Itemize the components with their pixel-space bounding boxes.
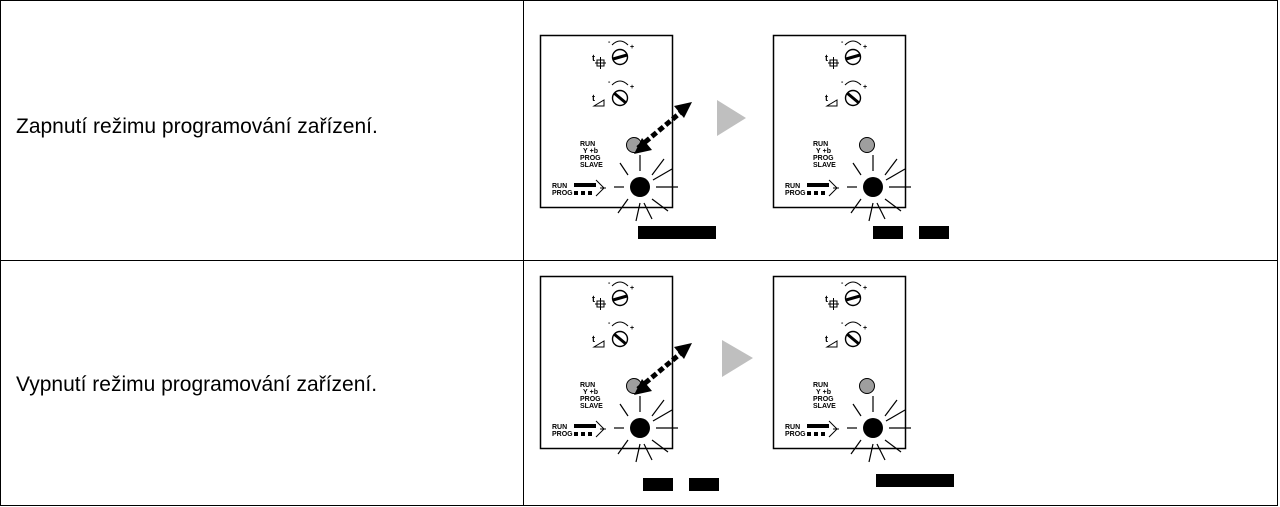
device-housing: [539, 275, 674, 450]
light-bulb-icon: [595, 298, 606, 310]
svg-text:+: +: [863, 84, 867, 91]
transition-arrow-row1: [717, 100, 746, 136]
time-potentiometer-1[interactable]: t - +: [825, 39, 867, 69]
mode-prog-label: PROG: [813, 155, 834, 162]
transition-arrow-row2: [722, 340, 753, 377]
row1-after-indicator-a: [873, 226, 903, 239]
row2-panel-after: t - + t - + RUN Y +b PROG SLAVE: [772, 275, 911, 463]
pot2-t-label: t: [825, 93, 828, 103]
mode-prog-label: PROG: [813, 396, 834, 403]
led-indicator: [614, 396, 678, 463]
time-potentiometer-1[interactable]: t - +: [825, 280, 867, 310]
led-indicator: [847, 155, 911, 222]
mode-prog-label: PROG: [580, 396, 601, 403]
time-potentiometer-2[interactable]: t - +: [592, 79, 634, 107]
row-divider: [1, 260, 1277, 261]
light-bulb-icon: [828, 57, 839, 69]
svg-text:-: -: [608, 280, 611, 287]
svg-text:+: +: [630, 84, 634, 91]
svg-text:-: -: [841, 320, 844, 327]
led-legend: RUN PROG: [552, 420, 606, 438]
device-housing: [772, 275, 907, 450]
row1-after-indicator-b: [919, 226, 949, 239]
program-button[interactable]: [859, 378, 875, 394]
row2-before-indicator-a: [643, 478, 673, 491]
svg-text:-: -: [841, 39, 844, 46]
svg-text:PROG: PROG: [552, 190, 573, 197]
svg-text:+: +: [863, 44, 867, 51]
device-housing: [539, 34, 674, 209]
led-legend: RUN PROG: [785, 420, 839, 438]
mode-ss-label: Y +b: [583, 389, 598, 396]
column-divider: [523, 1, 524, 505]
svg-text:RUN: RUN: [785, 424, 800, 431]
row1-panel-after: t - + t - + RUN Y +b PROG SLAVE: [772, 34, 911, 222]
svg-text:PROG: PROG: [785, 190, 806, 197]
svg-text:-: -: [841, 280, 844, 287]
svg-text:+: +: [630, 285, 634, 292]
svg-text:+: +: [630, 44, 634, 51]
svg-text:-: -: [608, 79, 611, 86]
mode-run-label: RUN: [580, 382, 595, 389]
mode-slave-label: SLAVE: [813, 162, 836, 169]
mode-ss-label: Y +b: [816, 148, 831, 155]
svg-text:RUN: RUN: [552, 183, 567, 190]
press-arrow-row2: [634, 343, 692, 395]
svg-text:PROG: PROG: [785, 431, 806, 438]
led-indicator: [847, 396, 911, 463]
pot2-t-label: t: [825, 334, 828, 344]
mode-slave-label: SLAVE: [580, 403, 603, 410]
brightness-icon: [592, 99, 605, 107]
row2-panel-before: t - + t - + RUN Y +b PROG SLAVE: [539, 275, 678, 463]
time-potentiometer-2[interactable]: t - +: [825, 79, 867, 107]
program-button[interactable]: [859, 137, 875, 153]
time-potentiometer-2[interactable]: t - +: [825, 320, 867, 348]
svg-text:PROG: PROG: [552, 431, 573, 438]
pot1-t-label: t: [592, 294, 595, 304]
svg-text:+: +: [630, 325, 634, 332]
led-legend: RUN PROG: [552, 179, 606, 197]
time-potentiometer-1[interactable]: t - +: [592, 280, 634, 310]
svg-text:+: +: [863, 325, 867, 332]
light-bulb-icon: [828, 298, 839, 310]
row2-after-indicator: [876, 474, 954, 487]
led-indicator: [614, 155, 678, 222]
row1-panel-before: t - + t - + RUN Y +b PROG SLAVE: [539, 34, 678, 222]
mode-run-label: RUN: [813, 382, 828, 389]
svg-text:RUN: RUN: [552, 424, 567, 431]
mode-ss-label: Y +b: [583, 148, 598, 155]
brightness-icon: [592, 340, 605, 348]
svg-text:-: -: [841, 79, 844, 86]
mode-prog-label: PROG: [580, 155, 601, 162]
svg-text:-: -: [608, 320, 611, 327]
row2-before-indicator-b: [689, 478, 719, 491]
pot2-t-label: t: [592, 93, 595, 103]
brightness-icon: [825, 340, 838, 348]
row2-description: Vypnutí režimu programování zařízení.: [16, 373, 378, 396]
time-potentiometer-1[interactable]: t - +: [592, 39, 634, 69]
pot2-t-label: t: [592, 334, 595, 344]
pot1-t-label: t: [592, 53, 595, 63]
mode-ss-label: Y +b: [816, 389, 831, 396]
pot1-t-label: t: [825, 294, 828, 304]
pot1-t-label: t: [825, 53, 828, 63]
row1-description: Zapnutí režimu programování zařízení.: [16, 115, 378, 138]
led-legend: RUN PROG: [785, 179, 839, 197]
mode-run-label: RUN: [580, 141, 595, 148]
svg-text:+: +: [863, 285, 867, 292]
press-arrow-row1: [634, 102, 692, 154]
device-housing: [772, 34, 907, 209]
light-bulb-icon: [595, 57, 606, 69]
mode-slave-label: SLAVE: [580, 162, 603, 169]
mode-run-label: RUN: [813, 141, 828, 148]
brightness-icon: [825, 99, 838, 107]
svg-text:-: -: [608, 39, 611, 46]
time-potentiometer-2[interactable]: t - +: [592, 320, 634, 348]
svg-text:RUN: RUN: [785, 183, 800, 190]
mode-slave-label: SLAVE: [813, 403, 836, 410]
row1-before-indicator: [638, 226, 716, 239]
